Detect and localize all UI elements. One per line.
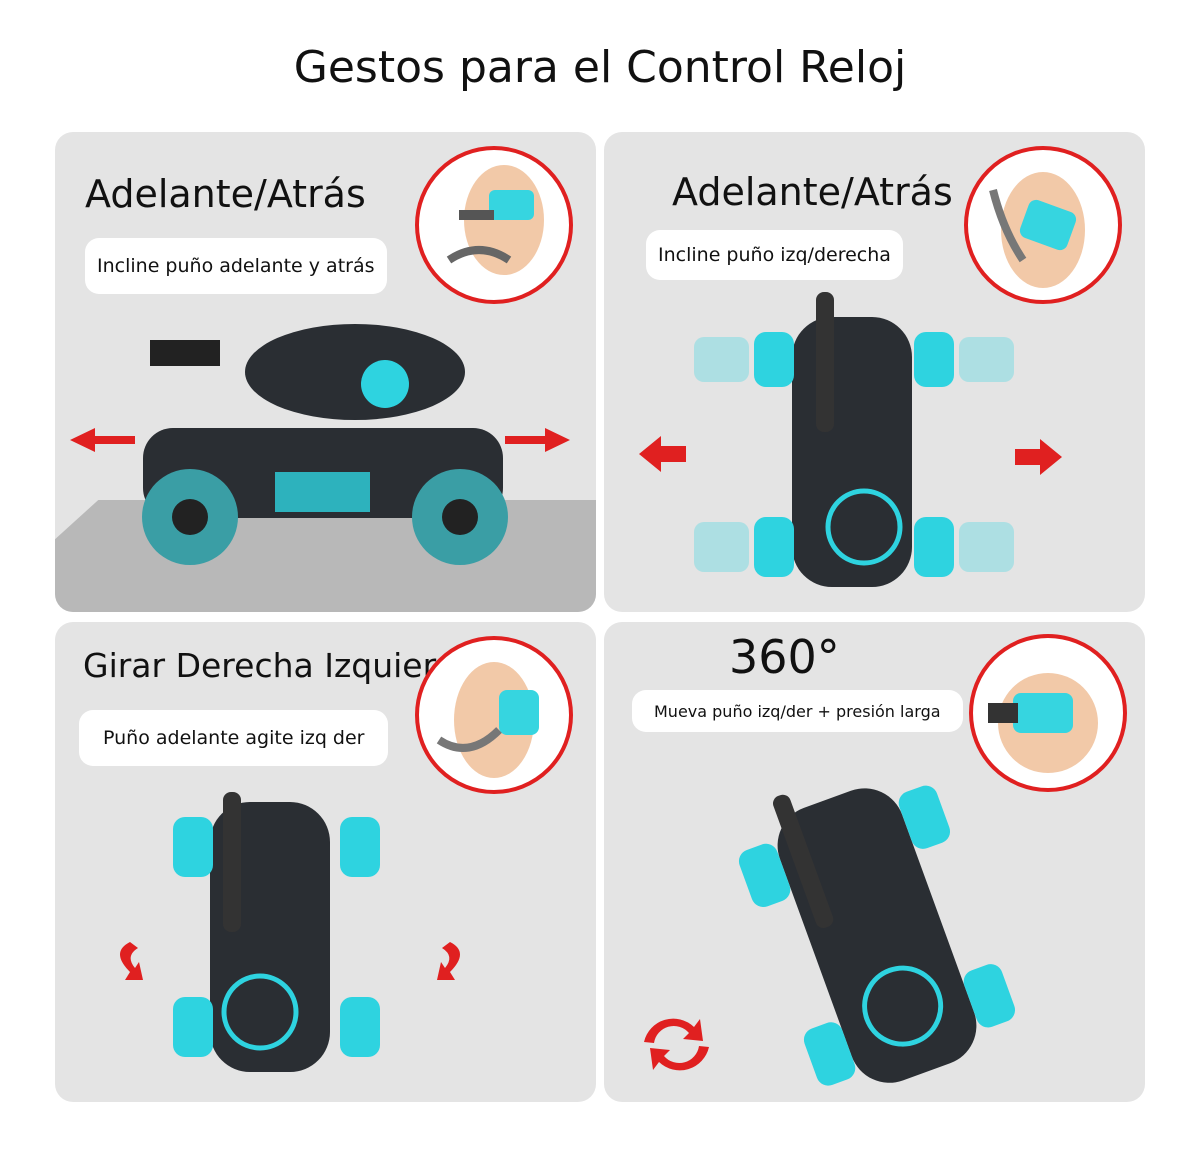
arrow-right-icon xyxy=(1015,439,1062,475)
watch-hand-icon xyxy=(415,146,573,304)
page-title: Gestos para el Control Reloj xyxy=(293,42,907,93)
car-top-view xyxy=(120,792,460,1072)
car-top-view-rotated xyxy=(644,785,1016,1086)
gesture-panel-forward-back: Adelante/Atrás Incline puño adelante y a… xyxy=(55,132,596,612)
instruction-pill: Puño adelante agite izq der xyxy=(79,710,389,766)
watch-hand-icon xyxy=(969,634,1127,792)
gesture-panel-tilt-left-right: Adelante/Atrás Incline puño izq/derecha xyxy=(604,132,1145,612)
instruction-pill: Incline puño izq/derecha xyxy=(646,230,903,280)
instruction-pill: Mueva puño izq/der + presión larga xyxy=(632,690,963,732)
watch-hand-icon xyxy=(415,636,573,794)
rotate-left-icon xyxy=(120,942,143,980)
arrow-right-icon xyxy=(505,428,570,452)
panel-heading: 360° xyxy=(729,630,840,684)
rotate-right-icon xyxy=(437,942,460,980)
instruction-pill: Incline puño adelante y atrás xyxy=(85,238,387,294)
arrow-left-icon xyxy=(639,436,686,472)
gesture-panel-turn: Girar Derecha Izquiera Puño adelante agi… xyxy=(55,622,596,1102)
watch-hand-icon xyxy=(964,146,1122,304)
arrow-left-icon xyxy=(70,428,135,452)
car-top-view xyxy=(639,292,1062,587)
panel-heading: Girar Derecha Izquiera xyxy=(83,646,457,685)
panel-heading: Adelante/Atrás xyxy=(85,172,366,216)
panel-heading: Adelante/Atrás xyxy=(672,170,953,214)
rotate-360-icon xyxy=(644,1018,703,1043)
gesture-panel-360: 360° Mueva puño izq/der + presión larga xyxy=(604,622,1145,1102)
tank-car-side-view xyxy=(70,324,570,565)
